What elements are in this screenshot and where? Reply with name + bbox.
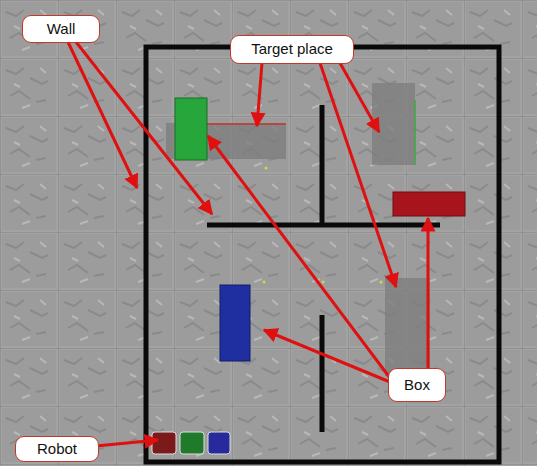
leader-line bbox=[340, 63, 379, 132]
callout-box: Box bbox=[388, 368, 446, 402]
callout-label: Wall bbox=[47, 20, 76, 38]
outer-wall bbox=[146, 47, 499, 462]
red-box bbox=[393, 192, 465, 216]
target-place bbox=[385, 278, 430, 376]
leader-line bbox=[68, 42, 137, 188]
callout-box: Robot bbox=[15, 436, 99, 462]
leader-line bbox=[76, 42, 212, 214]
callout-label: Box bbox=[404, 376, 430, 394]
blue-box bbox=[220, 285, 250, 361]
leader-line bbox=[320, 63, 396, 287]
target-place bbox=[372, 83, 415, 165]
leader-line bbox=[96, 440, 158, 446]
callout-label: Target place bbox=[251, 40, 333, 58]
inner-wall bbox=[320, 105, 325, 225]
leader-line bbox=[427, 218, 430, 368]
green-box bbox=[175, 98, 207, 160]
leader-line bbox=[264, 330, 390, 382]
callout-box: Wall bbox=[22, 15, 100, 43]
callout-box: Target place bbox=[230, 35, 354, 64]
callout-label: Robot bbox=[37, 440, 77, 458]
inner-wall bbox=[320, 315, 325, 432]
robot bbox=[152, 432, 230, 454]
leader-line bbox=[257, 63, 262, 126]
leader-line bbox=[208, 136, 390, 378]
